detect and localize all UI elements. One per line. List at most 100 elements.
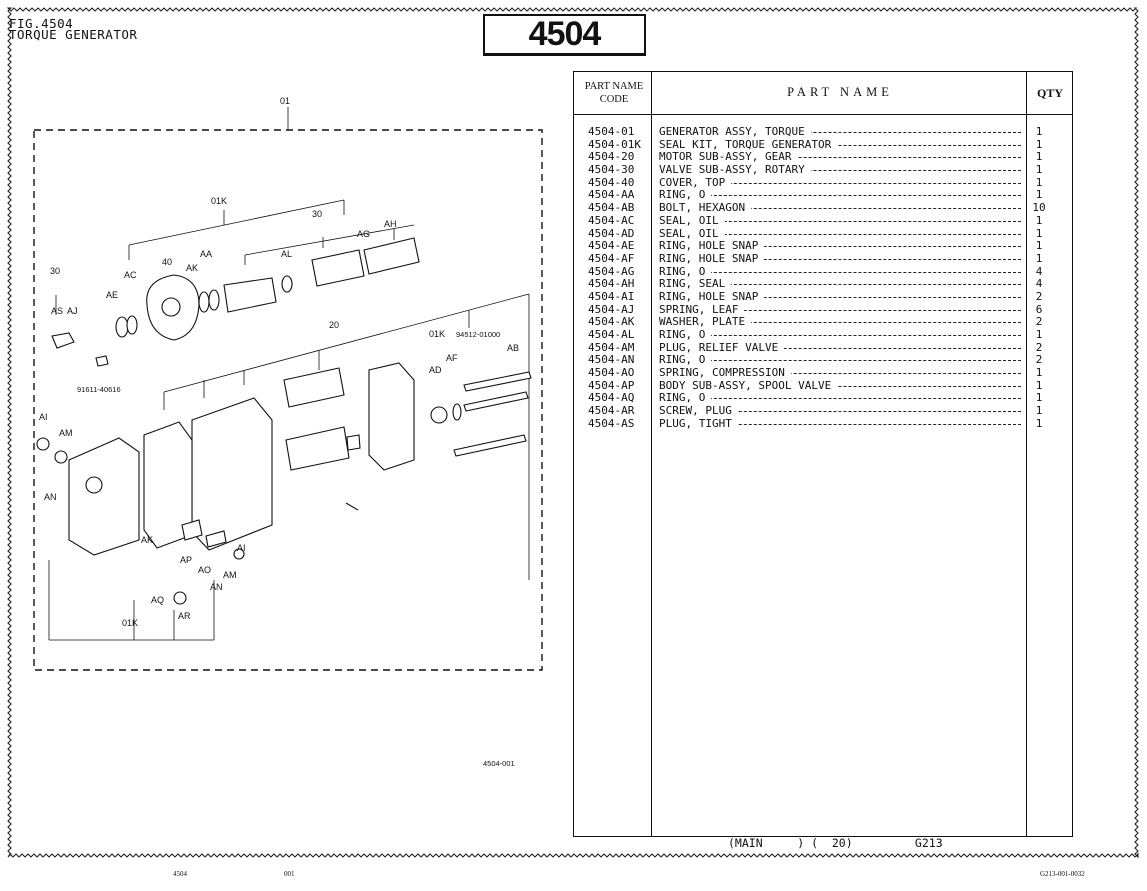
- part-code: 4504-01: [588, 125, 635, 138]
- part-qty: 2: [1035, 289, 1043, 303]
- callout-30: 30: [312, 209, 322, 219]
- part-name: SCREW, PLUG: [659, 405, 738, 418]
- part-qty: 4: [1035, 277, 1043, 291]
- callout-94512-01000: 94512-01000: [456, 330, 500, 339]
- page-frame: [6, 7, 1139, 859]
- drive-gear-part: [283, 367, 345, 408]
- part-qty: 4: [1035, 264, 1043, 278]
- part-name: RING, O: [659, 265, 712, 278]
- part-name: RING, O: [659, 354, 712, 367]
- part-name-cell: RING, O: [659, 265, 1027, 279]
- figure-number: 4504: [528, 15, 602, 53]
- part-qty: 1: [1035, 213, 1043, 227]
- leader-lines: [48, 107, 530, 641]
- part-qty: 1: [1035, 328, 1043, 341]
- model-reference-line: (MAIN ) ( 20) G213: [728, 836, 943, 850]
- callout-aj: AJ: [67, 306, 78, 316]
- part-qty: 1: [1035, 366, 1043, 380]
- seal-ring-stack-part: [311, 249, 365, 287]
- part-name: RING, SEAL: [659, 278, 732, 291]
- table-row: 4504-AI RING, HOLE SNAP 2: [574, 289, 1074, 304]
- callout-20: 20: [329, 320, 339, 330]
- part-qty: 1: [1035, 378, 1043, 392]
- figure-number-box: 4504: [483, 14, 646, 56]
- snap-ring-part: [36, 437, 50, 451]
- part-name-cell: VALVE SUB-ASSY, ROTARY: [659, 164, 1027, 177]
- table-row: 4504-AH RING, SEAL 4: [574, 278, 1074, 291]
- part-code: 4504-AO: [588, 366, 635, 380]
- part-name: RING, HOLE SNAP: [659, 252, 765, 265]
- part-name-cell: SPRING, LEAF: [659, 303, 1027, 317]
- part-code: 4504-AM: [588, 340, 635, 354]
- callout-ab: AB: [507, 343, 519, 353]
- rotary-valve-part: [223, 277, 277, 313]
- figure-caption: FIG.4504 TORQUE GENERATOR: [9, 16, 138, 42]
- part-name: SEAL KIT, TORQUE GENERATOR: [659, 138, 838, 151]
- table-row: 4504-AP BODY SUB-ASSY, SPOOL VALVE 1: [574, 378, 1074, 393]
- part-code: 4504-AK: [588, 315, 635, 329]
- part-code: 4504-AA: [588, 188, 635, 202]
- front-housing-part: [68, 437, 140, 556]
- diagram-callouts: 01 01K 30 AH AG AL AA 40 AK AC AE 30 AS …: [39, 96, 519, 768]
- callout-ad: AD: [429, 365, 442, 375]
- part-code: 4504-AI: [588, 289, 635, 303]
- header-divider: [574, 114, 1072, 115]
- part-code: 4504-AP: [588, 378, 635, 392]
- callout-ah: AH: [384, 219, 397, 229]
- part-qty: 1: [1035, 391, 1043, 405]
- callout-01k-right: 01K: [429, 329, 445, 339]
- part-name: COVER, TOP: [659, 176, 732, 189]
- callout-an-low: AN: [210, 582, 223, 592]
- part-name-cell: PLUG, TIGHT: [659, 417, 1027, 431]
- figure-label: FIG.4504: [9, 16, 74, 31]
- figure-title: TORQUE GENERATOR: [9, 27, 138, 42]
- part-name: WASHER, PLATE: [659, 316, 752, 329]
- callout-40: 40: [162, 257, 172, 267]
- part-name-cell: RING, O: [659, 392, 1027, 405]
- callout-ap: AP: [180, 555, 192, 565]
- part-code: 4504-20: [588, 150, 635, 164]
- part-code: 4504-AH: [588, 277, 635, 291]
- part-qty: 1: [1035, 416, 1043, 430]
- part-name: RING, HOLE SNAP: [659, 240, 765, 253]
- part-name-cell: GENERATOR ASSY, TORQUE: [659, 126, 1027, 139]
- callout-af: AF: [446, 353, 458, 363]
- callout-ag: AG: [357, 229, 370, 239]
- exploded-parts-diagram: 01 01K 30 AH AG AL AA 40 AK AC AE 30 AS …: [33, 96, 543, 768]
- relief-valve-plug-part: [181, 519, 203, 541]
- part-name-cell: SCREW, PLUG: [659, 405, 1027, 418]
- callout-ai: AI: [39, 412, 48, 422]
- part-qty: 1: [1035, 226, 1043, 240]
- part-name-cell: RING, HOLE SNAP: [659, 290, 1027, 304]
- callout-ar: AR: [178, 611, 191, 621]
- part-qty: 1: [1035, 251, 1043, 265]
- footer-page-number: 001: [284, 870, 295, 878]
- part-name: RING, O: [659, 329, 712, 341]
- part-name-cell: SEAL, OIL: [659, 227, 1027, 241]
- callout-aa: AA: [200, 249, 212, 259]
- part-name-cell: RING, O: [659, 189, 1027, 202]
- part-code: 4504-AD: [588, 226, 635, 240]
- part-name: SEAL, OIL: [659, 214, 725, 227]
- part-name: VALVE SUB-ASSY, ROTARY: [659, 164, 811, 177]
- qty-column-header: QTY: [1036, 86, 1063, 100]
- callout-01: 01: [280, 96, 290, 106]
- part-name: BOLT, HEXAGON: [659, 202, 752, 215]
- part-name-cell: BODY SUB-ASSY, SPOOL VALVE: [659, 379, 1027, 393]
- callout-30-left: 30: [50, 266, 60, 276]
- part-qty: 1: [1035, 175, 1043, 189]
